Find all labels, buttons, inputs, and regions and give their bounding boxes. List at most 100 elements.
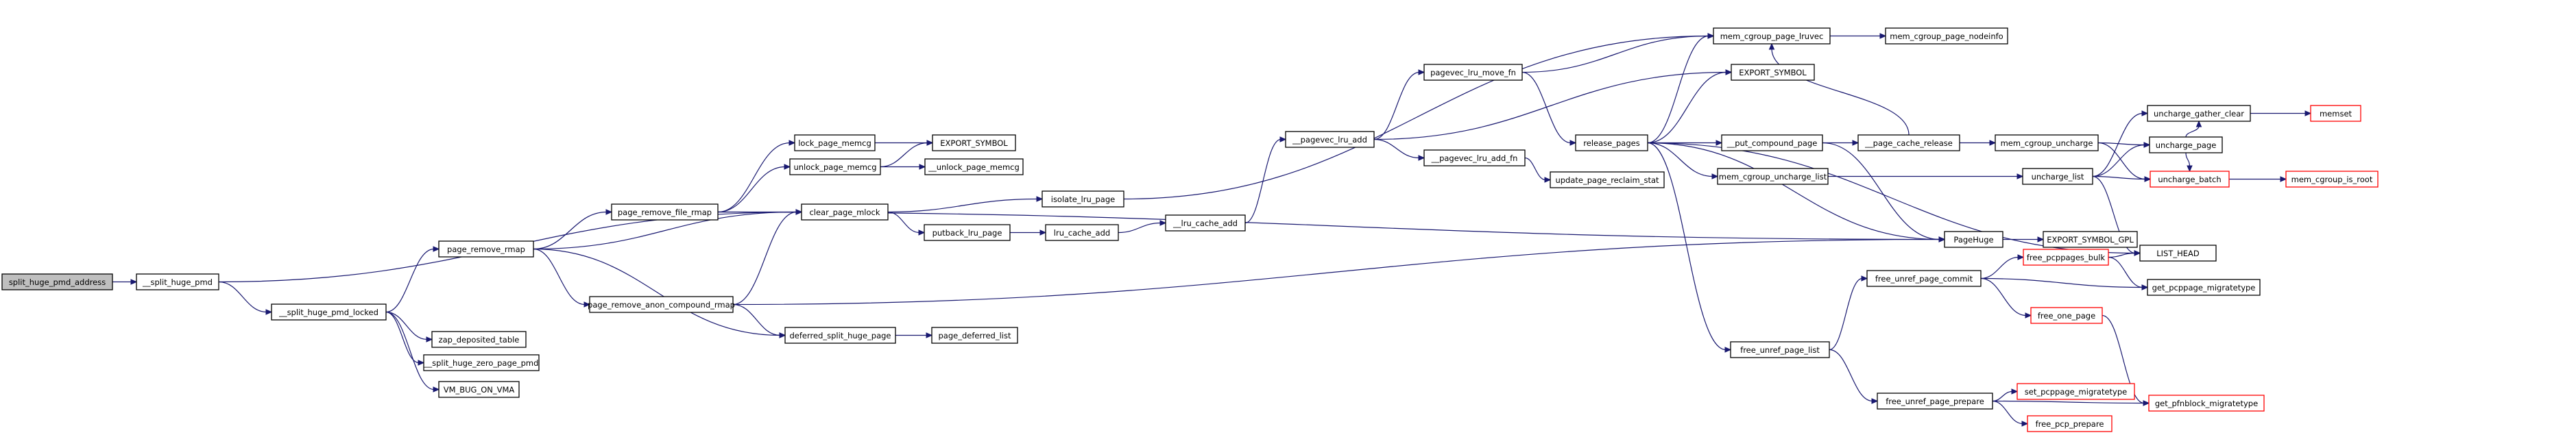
node-box[interactable] <box>932 134 1016 151</box>
node-box[interactable] <box>2027 415 2112 432</box>
node-deferred-split-huge-page[interactable]: deferred_split_huge_page <box>784 327 896 344</box>
node-box[interactable] <box>1285 131 1375 148</box>
node-get-pfnblock-migratetype[interactable]: get_pfnblock_migratetype <box>2148 395 2265 412</box>
node-box[interactable] <box>789 158 881 175</box>
node-mem-cgroup-is-root[interactable]: mem_cgroup_is_root <box>2285 171 2379 188</box>
node-box[interactable] <box>1423 64 1523 81</box>
node-lru-cache-add[interactable]: __lru_cache_add <box>1165 214 1246 232</box>
node-box[interactable] <box>136 273 219 290</box>
node-isolate-lru-page[interactable]: isolate_lru_page <box>1042 190 1124 208</box>
node-box[interactable] <box>1165 214 1246 232</box>
node-unlock-page-memcg[interactable]: __unlock_page_memcg <box>924 158 1024 175</box>
node-box[interactable] <box>611 203 719 221</box>
node-release-pages[interactable]: release_pages <box>1575 134 1648 151</box>
node-get-pcppage-migratetype[interactable]: get_pcppage_migratetype <box>2147 279 2261 296</box>
node-memset[interactable]: memset <box>2310 105 2361 122</box>
node-box[interactable] <box>2030 307 2103 324</box>
node-box[interactable] <box>438 381 520 398</box>
node-box[interactable] <box>438 240 534 258</box>
node-page-remove-file-rmap[interactable]: page_remove_file_rmap <box>611 203 719 221</box>
node-box[interactable] <box>1042 190 1124 208</box>
node-box[interactable] <box>1721 134 1823 151</box>
node-putback-lru-page[interactable]: putback_lru_page <box>924 224 1011 241</box>
node-mem-cgroup-uncharge-list[interactable]: mem_cgroup_uncharge_list <box>1717 168 1829 185</box>
node-box[interactable] <box>2043 231 2138 248</box>
node-box[interactable] <box>784 327 896 344</box>
node-lru-cache-add[interactable]: lru_cache_add <box>1045 224 1119 241</box>
node-box[interactable] <box>1713 27 1831 45</box>
node-box[interactable] <box>1866 270 1982 287</box>
node-box[interactable] <box>1575 134 1648 151</box>
node-box[interactable] <box>2150 171 2230 188</box>
node-free-unref-page-commit[interactable]: free_unref_page_commit <box>1866 270 1982 287</box>
node-clear-page-mlock[interactable]: clear_page_mlock <box>801 203 889 221</box>
node-free-unref-page-prepare[interactable]: free_unref_page_prepare <box>1877 393 1993 410</box>
node-VM-BUG-ON-VMA[interactable]: VM_BUG_ON_VMA <box>438 381 520 398</box>
node-box[interactable] <box>2022 168 2093 185</box>
node-box[interactable] <box>1730 341 1830 358</box>
node-put-compound-page[interactable]: __put_compound_page <box>1721 134 1823 151</box>
node-set-pcppage-migratetype[interactable]: set_pcppage_migratetype <box>2017 383 2135 400</box>
node-box[interactable] <box>431 331 527 348</box>
node-page-remove-anon-compound-rmap[interactable]: page_remove_anon_compound_rmap <box>588 296 735 313</box>
node-lock-page-memcg[interactable]: lock_page_memcg <box>794 134 876 151</box>
node-box[interactable] <box>1877 393 1993 410</box>
node-box[interactable] <box>1944 231 2003 248</box>
node-box[interactable] <box>2147 105 2251 122</box>
node-box[interactable] <box>2017 383 2135 400</box>
node-update-page-reclaim-stat[interactable]: update_page_reclaim_stat <box>1550 171 1665 188</box>
node-box[interactable] <box>924 158 1024 175</box>
node-page-deferred-list[interactable]: page_deferred_list <box>931 327 1018 344</box>
node-box[interactable] <box>2139 245 2217 262</box>
node-mem-cgroup-uncharge[interactable]: mem_cgroup_uncharge <box>1995 134 2099 151</box>
node-box[interactable] <box>2310 105 2361 122</box>
node-box[interactable] <box>1550 171 1665 188</box>
node-box[interactable] <box>1995 134 2099 151</box>
node-box[interactable] <box>924 224 1011 241</box>
node-box[interactable] <box>2149 136 2223 153</box>
node-uncharge-batch[interactable]: uncharge_batch <box>2150 171 2230 188</box>
node-pagevec-lru-add-fn[interactable]: __pagevec_lru_add_fn <box>1423 149 1526 166</box>
node-split-huge-pmd-locked[interactable]: __split_huge_pmd_locked <box>271 303 387 321</box>
node-box[interactable] <box>423 354 540 371</box>
node-box[interactable] <box>589 296 734 313</box>
node-box[interactable] <box>931 327 1018 344</box>
node-box[interactable] <box>1 273 113 290</box>
node-page-remove-rmap[interactable]: page_remove_rmap <box>438 240 534 258</box>
node-EXPORT-SYMBOL-GPL[interactable]: EXPORT_SYMBOL_GPL <box>2043 231 2138 248</box>
node-free-pcp-prepare[interactable]: free_pcp_prepare <box>2027 415 2112 432</box>
node-box[interactable] <box>1717 168 1829 185</box>
node-split-huge-zero-page-pmd[interactable]: __split_huge_zero_page_pmd <box>423 354 540 371</box>
node-LIST-HEAD[interactable]: LIST_HEAD <box>2139 245 2217 262</box>
node-box[interactable] <box>1857 134 1960 151</box>
node-box[interactable] <box>2148 395 2265 412</box>
node-uncharge-page[interactable]: uncharge_page <box>2149 136 2223 153</box>
node-box[interactable] <box>1731 64 1815 81</box>
node-box[interactable] <box>2147 279 2261 296</box>
node-split-huge-pmd-address[interactable]: split_huge_pmd_address <box>1 273 113 290</box>
node-box[interactable] <box>794 134 876 151</box>
node-page-cache-release[interactable]: __page_cache_release <box>1857 134 1960 151</box>
node-EXPORT-SYMBOL-2[interactable]: EXPORT_SYMBOL <box>1731 64 1815 81</box>
node-box[interactable] <box>801 203 889 221</box>
node-box[interactable] <box>1045 224 1119 241</box>
node-mem-cgroup-page-nodeinfo[interactable]: mem_cgroup_page_nodeinfo <box>1885 27 2008 45</box>
node-unlock-page-memcg[interactable]: unlock_page_memcg <box>789 158 881 175</box>
node-box[interactable] <box>271 303 387 321</box>
node-box[interactable] <box>2285 171 2379 188</box>
node-free-pcppages-bulk[interactable]: free_pcppages_bulk <box>2023 249 2109 266</box>
node-mem-cgroup-page-lruvec[interactable]: mem_cgroup_page_lruvec <box>1713 27 1831 45</box>
node-PageHuge[interactable]: PageHuge <box>1944 231 2003 248</box>
node-split-huge-pmd[interactable]: __split_huge_pmd <box>136 273 219 290</box>
node-box[interactable] <box>2023 249 2109 266</box>
node-uncharge-list[interactable]: uncharge_list <box>2022 168 2093 185</box>
node-uncharge-gather-clear[interactable]: uncharge_gather_clear <box>2147 105 2251 122</box>
node-box[interactable] <box>1423 149 1526 166</box>
node-pagevec-lru-move-fn[interactable]: pagevec_lru_move_fn <box>1423 64 1523 81</box>
node-zap-deposited-table[interactable]: zap_deposited_table <box>431 331 527 348</box>
node-EXPORT-SYMBOL-1[interactable]: EXPORT_SYMBOL <box>932 134 1016 151</box>
node-free-one-page[interactable]: free_one_page <box>2030 307 2103 324</box>
node-free-unref-page-list[interactable]: free_unref_page_list <box>1730 341 1830 358</box>
node-box[interactable] <box>1885 27 2008 45</box>
node-pagevec-lru-add[interactable]: __pagevec_lru_add <box>1285 131 1375 148</box>
